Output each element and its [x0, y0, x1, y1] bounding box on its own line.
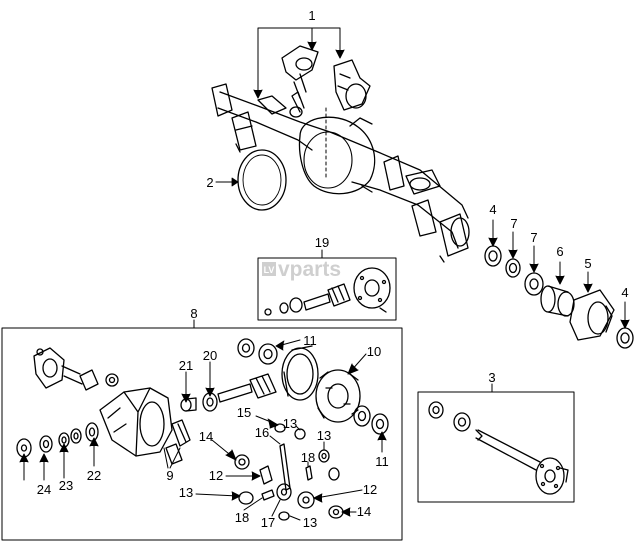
callout-label-14b: 14 [357, 504, 371, 519]
differential-carrier[interactable] [99, 387, 173, 457]
bearing-11b[interactable] [353, 405, 371, 427]
callout-label-7a: 7 [510, 216, 517, 231]
callout-label-14a: 14 [199, 429, 213, 444]
callout-label-3: 3 [488, 370, 495, 385]
callout-arrows-right [488, 219, 630, 329]
callout-label-6: 6 [556, 244, 563, 259]
callout-label-22: 22 [87, 468, 101, 483]
callout-label-11a: 11 [303, 333, 317, 348]
bearing-6[interactable] [540, 285, 575, 317]
callout-label-17: 17 [261, 515, 275, 530]
side-gear-13a[interactable] [294, 428, 306, 440]
callout-label-24: 24 [37, 482, 51, 497]
callout-label-13a: 13 [283, 416, 297, 431]
callout-label-16: 16 [255, 425, 269, 440]
callout-label-12b: 12 [363, 482, 377, 497]
callout-label-20: 20 [203, 348, 217, 363]
washer-13b[interactable] [318, 449, 330, 463]
watermark-mark: LV [264, 265, 275, 275]
group-box-8 [1, 327, 403, 541]
nut-small[interactable] [105, 373, 119, 387]
callout-label-13d: 13 [303, 515, 317, 530]
axle-housing[interactable] [211, 83, 470, 263]
washer-24[interactable] [39, 435, 53, 453]
side-gear-12b[interactable] [297, 491, 315, 509]
group-box-3 [417, 391, 575, 503]
race-11a[interactable] [258, 343, 278, 365]
pinion-shaft-16[interactable] [279, 443, 291, 491]
washer-17[interactable] [278, 511, 290, 521]
callout-label-19: 19 [315, 235, 329, 250]
companion-flange[interactable] [33, 347, 83, 389]
deflector[interactable] [79, 369, 99, 391]
callout-label-13b: 13 [317, 428, 331, 443]
bearing-4a[interactable] [484, 245, 502, 267]
gear-14b[interactable] [328, 505, 344, 519]
upper-bracket-parts[interactable] [281, 45, 371, 111]
callout-label-2: 2 [206, 175, 213, 190]
pinion-shaft-set-19[interactable] [264, 267, 391, 316]
gear-13d[interactable] [238, 491, 254, 505]
gear-14a[interactable] [234, 454, 250, 470]
spacer-21[interactable] [180, 397, 197, 412]
bearing-4b[interactable] [616, 327, 634, 349]
pin-18a[interactable] [305, 465, 313, 481]
carrier-gasket[interactable] [237, 149, 287, 211]
callout-label-8: 8 [190, 306, 197, 321]
pin-18b[interactable] [261, 489, 275, 501]
bearing-11a[interactable] [237, 338, 255, 358]
bearing-22a[interactable] [70, 428, 82, 444]
washer-13c[interactable] [328, 467, 340, 481]
callout-label-21: 21 [179, 358, 193, 373]
ring-gear[interactable] [281, 345, 319, 401]
drive-pinion[interactable] [217, 373, 277, 403]
callout-label-13c: 13 [179, 485, 193, 500]
gear-17[interactable] [276, 483, 292, 501]
callout-label-1: 1 [308, 8, 315, 23]
bearing-cap-9[interactable] [165, 419, 191, 465]
callout-label-4a: 4 [489, 202, 496, 217]
callout-label-7b: 7 [530, 230, 537, 245]
bearing-22b[interactable] [85, 422, 99, 442]
differential-case[interactable] [315, 369, 361, 423]
callout-label-9: 9 [166, 468, 173, 483]
callout-label-15: 15 [237, 405, 251, 420]
callout-label-5: 5 [584, 256, 591, 271]
thrust-washer-15[interactable] [274, 423, 286, 433]
callout-label-11b: 11 [375, 454, 389, 469]
group-box-19 [257, 257, 397, 321]
gear-12a[interactable] [259, 465, 273, 485]
bearing-7b[interactable] [524, 272, 544, 296]
watermark-text: vparts [278, 258, 341, 281]
callout-label-12a: 12 [209, 468, 223, 483]
callout-1 [253, 27, 345, 181]
callout-label-10: 10 [367, 344, 381, 359]
watermark-logo: LV vparts [262, 258, 341, 281]
seal-7a[interactable] [505, 258, 521, 278]
callout-label-4b: 4 [621, 285, 628, 300]
callout-label-18a: 18 [301, 450, 315, 465]
callout-label-18b: 18 [235, 510, 249, 525]
retainer-5[interactable] [569, 289, 615, 341]
race-11b[interactable] [371, 413, 389, 435]
axle-shaft[interactable] [428, 401, 569, 495]
callout-leaders-8 [19, 339, 387, 521]
callout-label-23: 23 [59, 478, 73, 493]
